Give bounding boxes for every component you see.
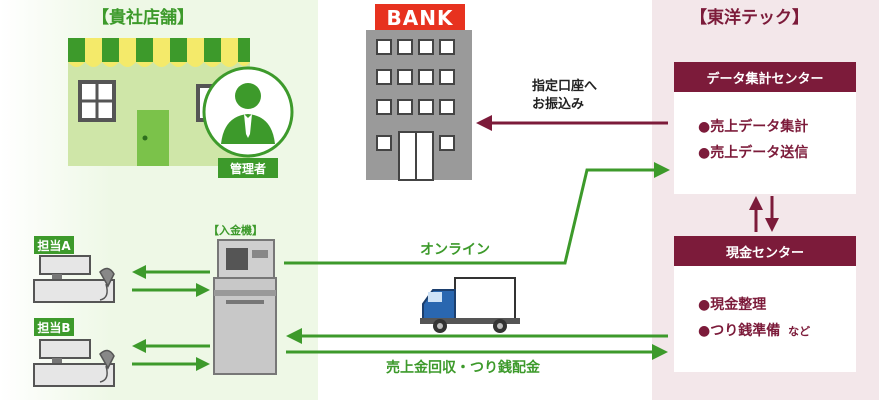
- cash-center-item-2: ●つり銭準備 など: [698, 318, 810, 345]
- company-title: 【東洋テック】: [690, 8, 809, 28]
- online-arrow: [284, 162, 670, 265]
- bank-sign: BANK: [386, 6, 454, 30]
- staff-b-label: 担当B: [34, 318, 74, 336]
- manager-label: 管理者: [218, 158, 278, 178]
- manager-avatar-icon: [202, 66, 294, 158]
- deposit-machine-icon: [213, 239, 277, 375]
- collection-label: 売上金回収・つり銭配金: [386, 360, 540, 376]
- data-center-box: ●売上データ集計 ●売上データ送信: [674, 92, 856, 194]
- transfer-label: 指定口座へ お振込み: [532, 78, 597, 114]
- cash-center-header: 現金センター: [674, 236, 856, 266]
- cash-center-box: ●現金整理 ●つり銭準備 など: [674, 266, 856, 372]
- bank-building-icon: [366, 4, 472, 181]
- data-center-item-2: ●売上データ送信: [698, 145, 809, 161]
- register-a-arrows: [132, 265, 210, 297]
- online-label: オンライン: [420, 242, 490, 258]
- cash-center-item-2-text: ●つり銭準備: [698, 323, 781, 339]
- deposit-machine-label: 【入金機】: [208, 224, 263, 237]
- cash-center-item-1: ●現金整理: [698, 297, 767, 313]
- collection-arrows: [286, 328, 668, 360]
- register-b-arrows: [132, 339, 210, 371]
- transfer-arrow: [476, 115, 668, 131]
- store-title: 【貴社店舗】: [92, 8, 194, 28]
- transfer-label-line1: 指定口座へ: [532, 79, 598, 94]
- cash-center-suffix: など: [788, 325, 811, 338]
- data-center-header: データ集計センター: [674, 62, 856, 92]
- register-b-icon: [33, 339, 115, 387]
- register-a-icon: [33, 255, 115, 303]
- data-center-item-1: ●売上データ集計: [698, 119, 809, 135]
- transfer-label-line2: お振込み: [532, 97, 585, 112]
- truck-icon: [420, 277, 520, 333]
- center-exchange-arrows: [749, 196, 779, 232]
- staff-a-label: 担当A: [34, 236, 74, 254]
